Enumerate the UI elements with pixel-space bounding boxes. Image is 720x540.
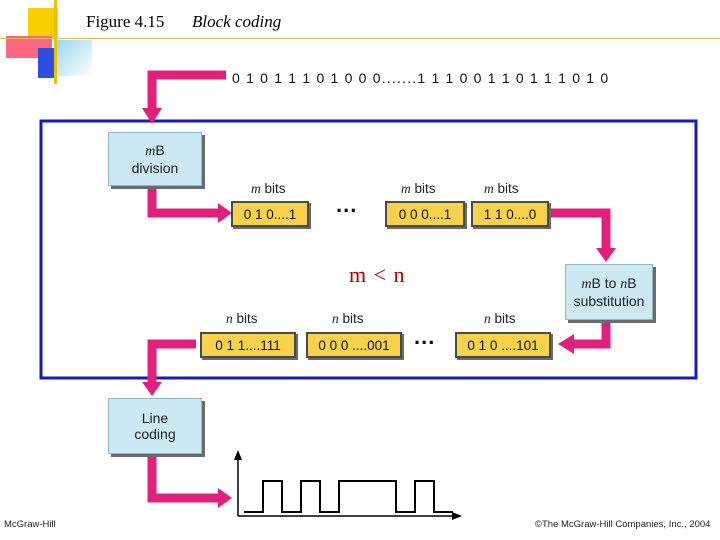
arrow-to-signal-head [218, 488, 232, 508]
line-coding-label-2: coding [134, 426, 176, 442]
figure-title: Block coding [192, 12, 282, 31]
corner-square-yellow [28, 8, 58, 38]
relation-m-less-than-n: m < n [349, 262, 406, 287]
n-bits-label-2: n bits [332, 311, 364, 326]
arrow-substituted-head [558, 334, 574, 354]
n-chunk-1: 0 1 1....111 [200, 332, 296, 358]
m-bits-label-3: m bits [484, 181, 519, 196]
mb-division-label: division [131, 160, 179, 176]
input-bit-stream: 0 1 0 1 1 1 0 1 0 0 0.......1 1 1 0 0 1 … [232, 70, 610, 86]
corner-square-gradient [56, 40, 92, 76]
arrow-substitution [550, 208, 611, 248]
m-row-ellipsis: ... [336, 192, 358, 217]
arrow-to-line [147, 339, 196, 382]
n-bits-label-3: n bits [484, 311, 516, 326]
signal-x-axis-head [452, 512, 462, 520]
n-row-ellipsis: ... [414, 324, 436, 349]
m-chunk-2: 0 0 0....1 [385, 201, 465, 227]
m-chunk-3: 1 1 0....0 [471, 201, 549, 227]
arrow-division [147, 188, 218, 218]
title-rule-horizontal [0, 38, 720, 39]
block-frame [39, 119, 698, 380]
footer-publisher: McGraw-Hill [4, 519, 56, 530]
m-bits-label-2: m bits [401, 181, 436, 196]
arrow-input-head [142, 108, 162, 124]
title-rule-vertical [54, 0, 57, 84]
arrow-division-head [218, 203, 232, 223]
substitution-label: substitution [573, 293, 645, 309]
arrow-input [147, 70, 226, 108]
signal-waveform [244, 480, 453, 513]
n-chunk-3: 0 1 0 ....101 [455, 332, 551, 358]
m-bits-label-1: m bits [251, 181, 286, 196]
arrow-to-line-head [142, 382, 162, 396]
arrow-substituted [574, 322, 611, 349]
line-coding-label-1: Line [141, 409, 169, 426]
corner-square-blue [38, 48, 54, 78]
signal-y-axis-head [234, 450, 242, 460]
figure-number: Figure 4.15 [86, 12, 165, 31]
n-bits-label-1: n bits [226, 311, 258, 326]
arrow-to-signal [147, 455, 218, 503]
m-chunk-1: 0 1 0....1 [231, 201, 309, 227]
footer-copyright: ©The McGraw-Hill Companies, Inc., 2004 [535, 519, 711, 530]
arrow-substitution-head [596, 248, 616, 262]
n-chunk-2: 0 0 0 ....001 [306, 332, 402, 358]
